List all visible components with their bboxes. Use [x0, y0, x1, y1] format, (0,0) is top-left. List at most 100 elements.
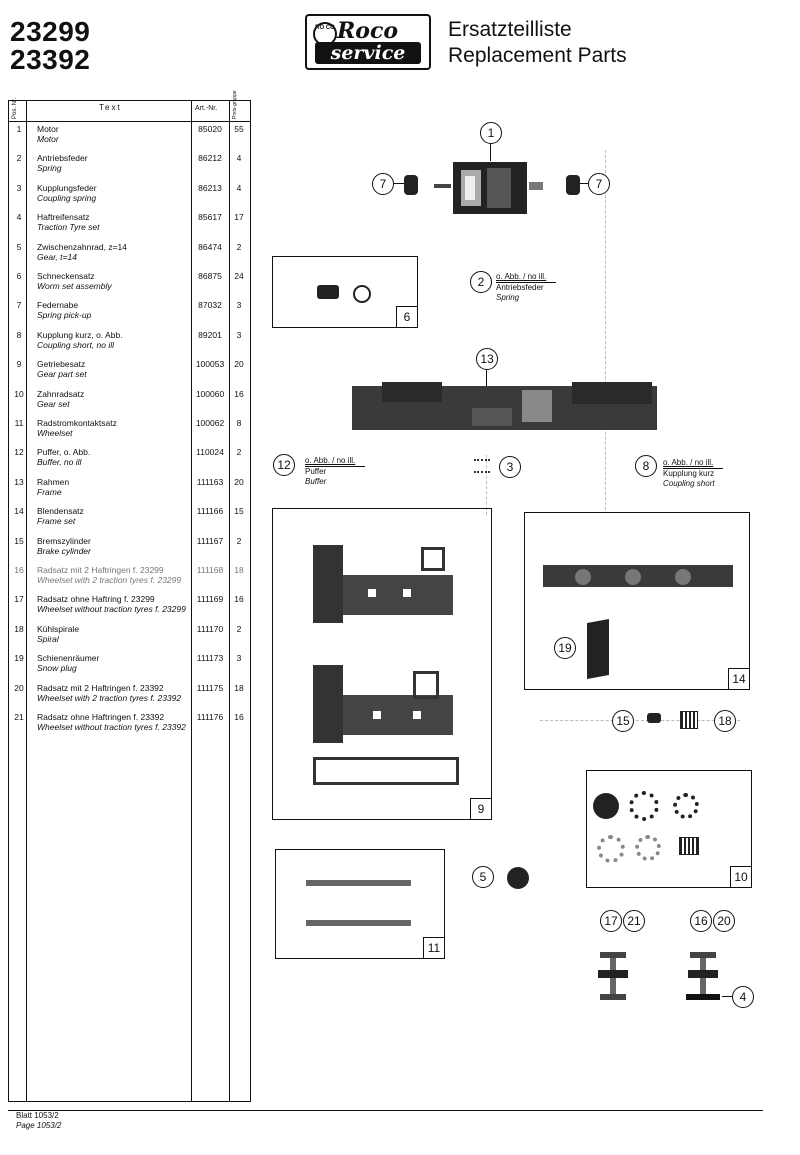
row-price-group: 2: [236, 623, 242, 634]
title-german: Ersatzteilliste: [448, 18, 572, 41]
row-price-group: 24: [234, 271, 244, 281]
row-pos: 11: [14, 418, 24, 428]
contact-strip-icon: [306, 920, 411, 926]
row-pos: 4: [16, 212, 22, 223]
callout-1: 1: [480, 122, 502, 144]
row-pos: 10: [14, 388, 24, 399]
note-12-en: Buffer: [305, 477, 327, 486]
callout-3: 3: [499, 456, 521, 478]
row-art-nr: 100060: [195, 388, 225, 399]
row-price-group: 16: [234, 388, 244, 399]
wheelset-with-tyres-drawing: [686, 952, 720, 1000]
row-text-de: Radsatz ohne Haftring f. 23299: [37, 594, 155, 605]
row-price-group: 18: [234, 682, 244, 693]
callout-12: 12: [273, 454, 295, 476]
note-8-tag: o. Abb. / no ill.: [663, 458, 714, 467]
row-price-group: 2: [236, 447, 242, 458]
row-art-nr: 110024: [196, 447, 224, 458]
frame-14-frame-set: 14: [524, 512, 750, 690]
gearbox-lower-drawing: [313, 665, 463, 743]
row-text-de: Blendensatz: [37, 506, 84, 517]
frame-number-10: 10: [730, 866, 752, 888]
gearbox-upper-drawing: [313, 545, 453, 625]
row-text-en: Frame set: [37, 516, 76, 527]
row-text-en: Coupling short, no ill: [37, 339, 115, 350]
row-text-en: Traction Tyre set: [37, 222, 100, 233]
frame-number-9: 9: [470, 798, 492, 820]
callout-7-left: 7: [372, 173, 394, 195]
callout-13: 13: [476, 348, 498, 370]
row-pos: 18: [14, 623, 24, 634]
row-text-en: Gear set: [37, 398, 70, 409]
row-text-de: Rahmen: [37, 476, 70, 487]
frame-number-14: 14: [728, 668, 750, 690]
callout-15: 15: [612, 710, 634, 732]
row-pos: 16: [14, 565, 24, 575]
footer-sheet-en: Page 1053/2: [16, 1121, 62, 1130]
coupling-spring-icon: [474, 459, 490, 473]
contact-strip-icon: [306, 880, 411, 886]
row-art-nr: 89201: [198, 329, 222, 340]
row-text-de: Haftreifensatz: [37, 212, 90, 223]
callout-7-right: 7: [588, 173, 610, 195]
row-art-nr: 111170: [196, 623, 224, 634]
row-price-group: 3: [236, 329, 242, 340]
row-art-nr: 100053: [195, 359, 225, 370]
row-art-nr: 111169: [196, 594, 224, 605]
note-2-de: Antriebsfeder: [496, 283, 544, 292]
row-pos: 1: [16, 124, 22, 134]
row-text-en: Motor: [37, 134, 59, 144]
frame-6-worm-set: 6: [272, 256, 418, 328]
row-pos: 3: [16, 182, 22, 193]
row-pos: 19: [14, 653, 24, 664]
callout-4: 4: [732, 986, 754, 1008]
row-price-group: 3: [236, 653, 242, 664]
note-12-de: Puffer: [305, 467, 327, 476]
row-pos: 20: [14, 682, 24, 693]
row-text-de: Kupplungsfeder: [37, 182, 97, 193]
row-price-group: 8: [236, 418, 242, 428]
row-text-en: Gear part set: [37, 369, 87, 380]
model-number-1: 23299: [10, 16, 91, 47]
row-price-group: 20: [234, 476, 244, 487]
row-text-de: Zahnradsatz: [37, 388, 85, 399]
worm-gear-icon: [317, 285, 339, 299]
note-8: o. Abb. / no ill. Kupplung kurz Coupling…: [663, 458, 723, 489]
row-text-en: Spring: [37, 163, 62, 174]
row-pos: 21: [14, 712, 24, 722]
row-text-de: Getriebesatz: [37, 359, 86, 370]
gear-icon: [597, 835, 625, 863]
row-price-group: 55: [234, 124, 244, 134]
row-art-nr: 86474: [198, 241, 222, 252]
header-pos: Pos. Nr.: [12, 97, 18, 119]
side-frame-drawing: [543, 559, 733, 593]
snow-plug-icon: [587, 619, 609, 679]
row-art-nr: 85617: [198, 212, 222, 223]
row-text-en: Frame: [37, 486, 62, 497]
row-text-en: Wheelset: [37, 428, 73, 438]
row-text-de: Kühlspirale: [37, 623, 80, 634]
row-price-group: 16: [234, 712, 244, 722]
row-price-group: 2: [236, 241, 242, 252]
row-text-en: Wheelset with 2 traction tyres f. 23392: [37, 692, 182, 703]
row-text-de: Kupplung kurz, o. Abb.: [37, 329, 123, 340]
row-text-en: Worm set assembly: [37, 281, 112, 291]
row-pos: 6: [16, 271, 22, 281]
row-pos: 12: [14, 447, 24, 458]
row-art-nr: 85020: [198, 124, 222, 134]
gear-14-icon: [507, 867, 529, 889]
frame-9-gear-parts: 9: [272, 508, 492, 820]
callout-17: 17: [600, 910, 622, 932]
row-price-group: 4: [236, 182, 242, 193]
